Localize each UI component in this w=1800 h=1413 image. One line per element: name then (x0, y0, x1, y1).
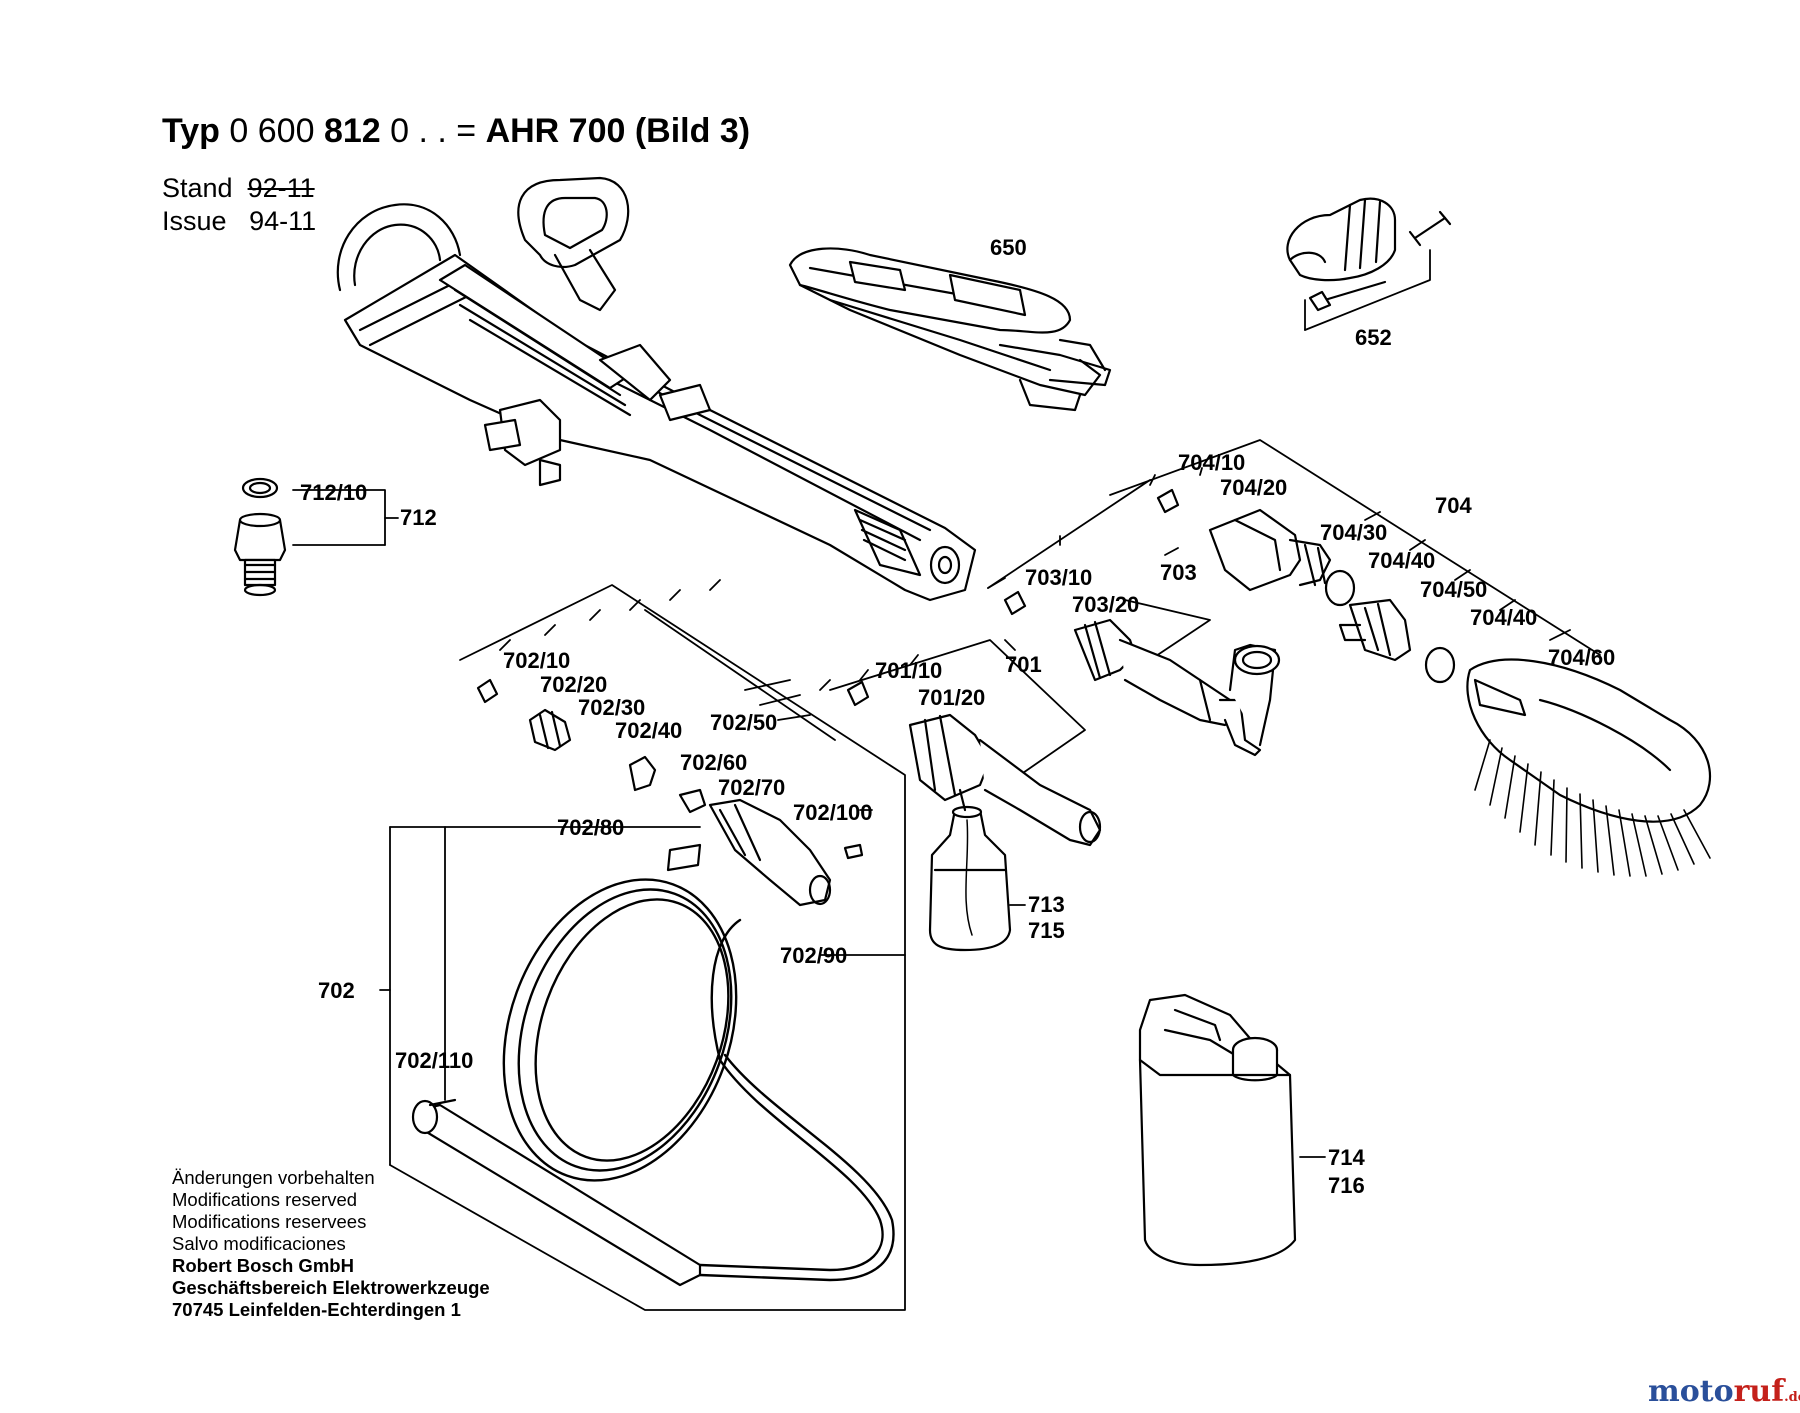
label-702: 702 (318, 978, 355, 1003)
company-address: 70745 Leinfelden-Echterdingen 1 (172, 1299, 461, 1320)
label-713: 713 (1028, 892, 1065, 917)
label-712: 712 (400, 505, 437, 530)
typ-label: Typ (162, 112, 220, 150)
label-702-50: 702/50 (710, 710, 777, 735)
label-714: 714 (1328, 1145, 1365, 1170)
label-712-10: 712/10 (300, 480, 367, 505)
issue-line: Issue 94-11 (162, 205, 316, 238)
label-702-110: 702/110 (395, 1048, 473, 1073)
stand-line: Stand 92-11 (162, 172, 316, 205)
label-702-10: 702/10 (503, 648, 570, 673)
model-name: AHR 700 (Bild 3) (485, 112, 751, 150)
label-716: 716 (1328, 1173, 1365, 1198)
note-line-es: Salvo modificaciones (172, 1233, 346, 1254)
hose-702-drawing (411, 678, 895, 1287)
bracket-702 (379, 579, 906, 1311)
label-702-60: 702/60 (680, 750, 747, 775)
bracket-704 (1109, 439, 1601, 656)
stand-label: Stand (162, 173, 233, 203)
label-650: 650 (990, 235, 1027, 260)
watermark-moto: moto (1648, 1374, 1734, 1409)
nozzle-701-drawing (846, 680, 1102, 952)
watermark-ruf: ruf (1733, 1374, 1785, 1409)
label-704: 704 (1435, 493, 1472, 518)
stand-value: 92-11 (247, 173, 315, 203)
spray-gun-drawing (336, 176, 977, 602)
label-704-50: 704/50 (1420, 577, 1487, 602)
label-701-10: 701/10 (875, 658, 942, 683)
typ-number-bold: 812 (323, 112, 381, 150)
bracket-701 (829, 639, 1086, 776)
label-704-20: 704/20 (1220, 475, 1287, 500)
note-line-en: Modifications reserved (172, 1189, 358, 1210)
label-704-30: 704/30 (1320, 520, 1387, 545)
shoulder-strap-drawing (788, 247, 1112, 412)
label-704-40-b: 704/40 (1470, 605, 1537, 630)
label-702-20: 702/20 (540, 672, 607, 697)
label-703: 703 (1160, 560, 1197, 585)
label-702-30: 702/30 (578, 695, 645, 720)
label-702-80: 702/80 (557, 815, 624, 840)
issue-label: Issue (162, 206, 227, 236)
label-701: 701 (1005, 652, 1042, 677)
brush-704-drawing (1156, 488, 1712, 877)
wall-holder-drawing (1286, 197, 1452, 331)
label-702-100: 702/100 (793, 800, 873, 825)
revision-block: Stand 92-11 Issue 94-11 (162, 172, 316, 238)
label-702-70: 702/70 (718, 775, 785, 800)
label-704-10: 704/10 (1178, 450, 1245, 475)
label-715: 715 (1028, 918, 1065, 943)
label-702-40: 702/40 (615, 718, 682, 743)
note-line-fr: Modifications reservees (172, 1211, 367, 1232)
adapter-712-drawing (233, 477, 399, 597)
label-704-60: 704/60 (1548, 645, 1615, 670)
typ-number-prefix: 0 600 (229, 112, 315, 150)
bracket-703 (987, 479, 1211, 661)
nozzle-703-drawing (1003, 590, 1281, 757)
issue-value: 94-11 (249, 206, 317, 236)
company-division: Geschäftsbereich Elektrowerkzeuge (172, 1277, 490, 1298)
watermark-tld: .de (1784, 1390, 1800, 1405)
label-701-20: 701/20 (918, 685, 985, 710)
diagram-title: Typ 0 600 812 0 . . = AHR 700 (Bild 3) (162, 112, 750, 151)
label-702-90: 702/90 (780, 943, 847, 968)
watermark-logo: motoruf.de (1648, 1374, 1800, 1409)
typ-number-suffix: 0 . . = (390, 112, 477, 150)
canister-drawing (1138, 993, 1326, 1267)
note-line-de: Änderungen vorbehalten (172, 1167, 375, 1188)
company-name: Robert Bosch GmbH (172, 1255, 354, 1276)
label-704-40-a: 704/40 (1368, 548, 1435, 573)
label-652: 652 (1355, 325, 1392, 350)
label-703-10: 703/10 (1025, 565, 1092, 590)
label-703-20: 703/20 (1072, 592, 1139, 617)
legal-notes: Änderungen vorbehalten Modifications res… (172, 1167, 490, 1321)
